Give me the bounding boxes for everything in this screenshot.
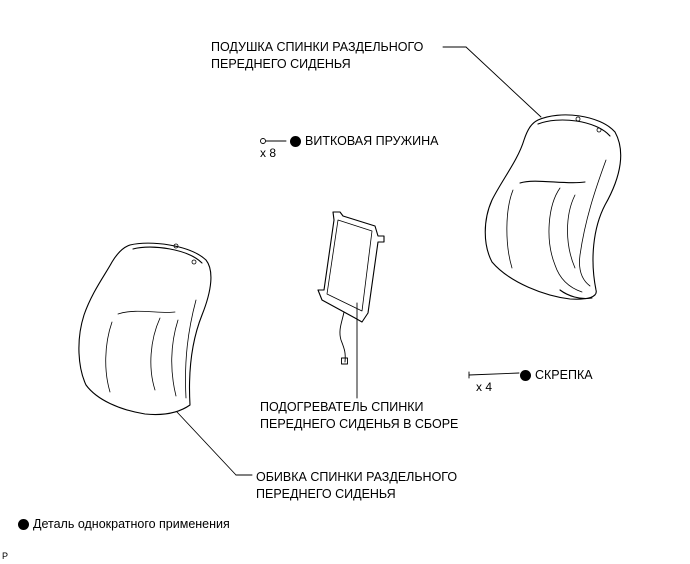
non-reusable-dot-icon: [520, 369, 531, 381]
reference-code: P: [2, 551, 9, 561]
spring-label-text: ВИТКОВАЯ ПРУЖИНА: [305, 134, 439, 148]
heater-assembly-drawing: [317, 211, 385, 365]
leader-lines: [176, 46, 542, 476]
cover-label-line-1: ОБИВКА СПИНКИ РАЗДЕЛЬНОГО: [256, 470, 458, 484]
clip-label-text: СКРЕПКА: [535, 368, 593, 382]
seatback-cushion-drawing: [484, 114, 622, 300]
coil-spring-icon: [260, 138, 287, 144]
cushion-label-line-2: ПЕРЕДНЕГО СИДЕНЬЯ: [211, 57, 351, 71]
spring-label: ВИТКОВАЯ ПРУЖИНА: [290, 133, 438, 149]
legend: Деталь однократного применения: [18, 516, 230, 532]
clip-label: СКРЕПКА: [520, 367, 593, 383]
heater-label: ПОДОГРЕВАТЕЛЬ СПИНКИ ПЕРЕДНЕГО СИДЕНЬЯ В…: [260, 399, 458, 433]
non-reusable-dot-icon: [290, 135, 301, 147]
clip-icon: [468, 371, 520, 379]
clip-quantity: x 4: [476, 380, 493, 394]
spring-quantity: x 8: [260, 146, 277, 160]
cushion-label-line-1: ПОДУШКА СПИНКИ РАЗДЕЛЬНОГО: [211, 40, 424, 54]
seatback-cover-drawing: [78, 242, 212, 416]
heater-label-line-1: ПОДОГРЕВАТЕЛЬ СПИНКИ: [260, 400, 424, 414]
cushion-label: ПОДУШКА СПИНКИ РАЗДЕЛЬНОГО ПЕРЕДНЕГО СИД…: [211, 39, 423, 73]
cover-label-line-2: ПЕРЕДНЕГО СИДЕНЬЯ: [256, 487, 396, 501]
legend-text: Деталь однократного применения: [33, 517, 230, 531]
cover-label: ОБИВКА СПИНКИ РАЗДЕЛЬНОГО ПЕРЕДНЕГО СИДЕ…: [256, 469, 457, 503]
heater-label-line-2: ПЕРЕДНЕГО СИДЕНЬЯ В СБОРЕ: [260, 417, 459, 431]
non-reusable-dot-icon: [18, 518, 29, 530]
